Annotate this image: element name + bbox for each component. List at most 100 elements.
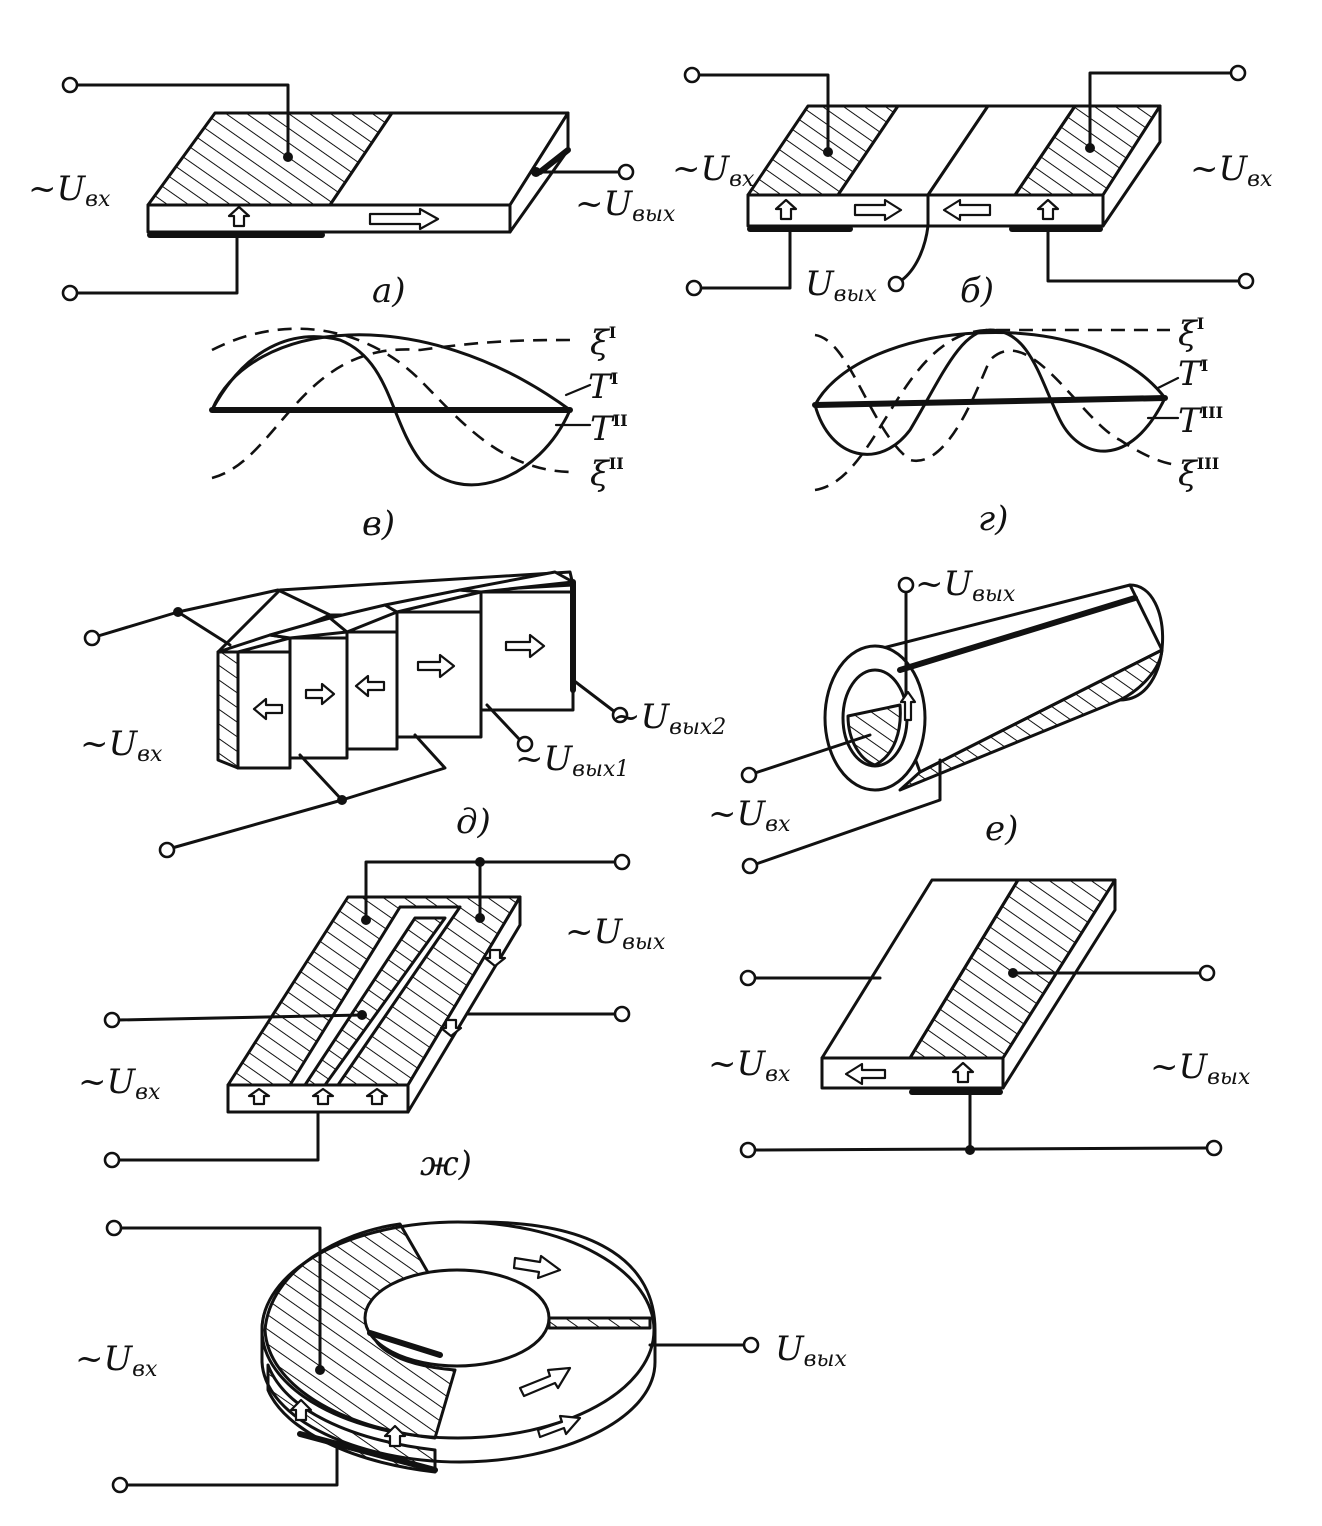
polarization-arrow-up-icon [899,690,917,722]
caption-e: е) [985,809,1018,849]
diagram-g-curves: ξI TI TIII ξIII г) [812,314,1223,539]
terminal-zh-in-bottom[interactable] [103,1151,121,1169]
terminal-b-right-bottom[interactable] [1237,272,1255,290]
diagram-ring: ~Uвх Uвых [75,1219,847,1494]
terminal-b-left-top[interactable] [683,66,701,84]
polarization-arrow-up-icon [247,1087,271,1106]
terminal-d-out1[interactable] [516,735,534,753]
polarization-arrow-up-icon [365,1087,389,1106]
wire-b-in-right-bottom [1046,227,1242,283]
polarization-arrow-up-icon [311,1087,335,1106]
contact-point [475,913,485,923]
contact-point [1085,143,1095,153]
terminal-r-out[interactable] [1198,964,1216,982]
label-d-uout1: ~Uвых1 [515,739,629,782]
contact-point [361,915,371,925]
polarization-arrow-left-icon [844,1062,887,1086]
terminal-e-in-outer[interactable] [741,857,759,875]
wire-zh-out [364,860,618,922]
terminal-ring-in-top[interactable] [105,1219,123,1237]
caption-b: б) [960,271,994,311]
wire-zh-in-top [116,1013,364,1022]
terminal-ring-in-bottom[interactable] [111,1476,129,1494]
wire-d-in-bottom [170,733,447,850]
polarization-arrow-up-icon [289,1398,313,1422]
terminal-a-out[interactable] [617,163,635,181]
wire-d-in-top-branch [176,610,232,647]
terminal-d-in-top[interactable] [83,629,101,647]
terminal-ring-out[interactable] [742,1336,760,1354]
contact-point [531,167,541,177]
polarization-arrow-up-icon [1036,198,1060,221]
wire-b-in-right-top [1088,71,1234,150]
contact-point [173,607,183,617]
contact-point [357,1010,367,1020]
label-zh-uin: ~Uвх [78,1062,161,1105]
diagram-zh: ~Uвых ~Uвх ж) [78,853,666,1184]
label-v-T1: TI [588,367,618,407]
plate-a-side-electrode [537,147,571,175]
caption-g: г) [978,499,1008,539]
wire-zh-in-bottom [116,1110,320,1162]
bar-g-axis [812,395,1168,408]
polarization-arrow-up-icon [383,1424,407,1448]
polarization-arrow-right-icon [518,1366,572,1398]
wire-d-out2 [571,678,617,714]
terminal-d-out2[interactable] [611,706,629,724]
terminal-b-right-top[interactable] [1229,64,1247,82]
wire-e-in-outer [754,758,942,866]
ring-inner-electrode [367,1330,443,1358]
contact-point [315,1365,325,1375]
label-v-T2: TII [590,409,628,449]
wire-b-out [900,224,930,282]
label-r-uout: ~Uвых [1150,1047,1251,1090]
label-a-uin: ~Uвх [28,169,111,212]
label-b-uout: Uвых [805,264,877,307]
diagram-d: ~Uвх ~Uвых1 ~Uвых2 д) [80,570,726,859]
label-a-uout: ~Uвых [575,184,676,227]
label-e-uin: ~Uвх [708,794,791,837]
terminal-zh-out-a[interactable] [613,853,631,871]
wire-ring-in-top [118,1226,322,1372]
tube-e-inner-electrode [846,703,902,767]
terminal-b-out[interactable] [887,275,905,293]
wire-e-in-inner [753,733,872,775]
ring-output-strip [547,1316,652,1330]
terminal-b-left-bottom[interactable] [685,279,703,297]
caption-a: а) [372,271,406,311]
ring-hole [363,1268,551,1368]
diagram-e-tube: ~Uвых ~Uвх е) [708,564,1165,875]
caption-d: д) [456,802,491,842]
terminal-e-in-inner[interactable] [740,766,758,784]
label-g-xi1: ξI [1178,314,1204,354]
curve-v-xi2 [211,327,571,474]
contact-point [283,152,293,162]
terminal-a-in-bottom[interactable] [61,284,79,302]
terminal-r-in-bottom[interactable] [739,1141,757,1159]
polarization-arrow-right-icon [536,1414,582,1439]
tube-e-top-electrode [897,595,1138,673]
terminal-r-in-top[interactable] [739,969,757,987]
polarization-arrow-down-icon [483,948,507,968]
curve-g-T3 [813,328,1167,456]
terminal-a-in-top[interactable] [61,76,79,94]
plate-zh-center-strip [303,916,447,1087]
ring-bottom-electrode [297,1431,438,1473]
polarization-arrow-down-icon [439,1018,463,1038]
label-g-xi3: ξIII [1178,454,1219,494]
terminal-zh-in-top[interactable] [103,1011,121,1029]
wire-r-bottom [752,1146,1210,1152]
terminal-zh-out-b[interactable] [613,1005,631,1023]
terminal-e-out[interactable] [897,576,915,594]
polarization-arrow-left-icon [942,198,992,222]
terminal-r-out-bottom[interactable] [1205,1139,1223,1157]
label-b-uin-left: ~Uвх [672,149,755,192]
plate-a-front [146,203,512,234]
label-d-uout2: ~Uвых2 [612,697,726,740]
curve-g-xi1 [814,328,1170,492]
label-g-T1: TI [1178,354,1208,394]
label-g-T3: TIII [1178,401,1223,441]
terminal-d-in-bottom[interactable] [158,841,176,859]
wire-ring-in-bottom [124,1443,339,1487]
